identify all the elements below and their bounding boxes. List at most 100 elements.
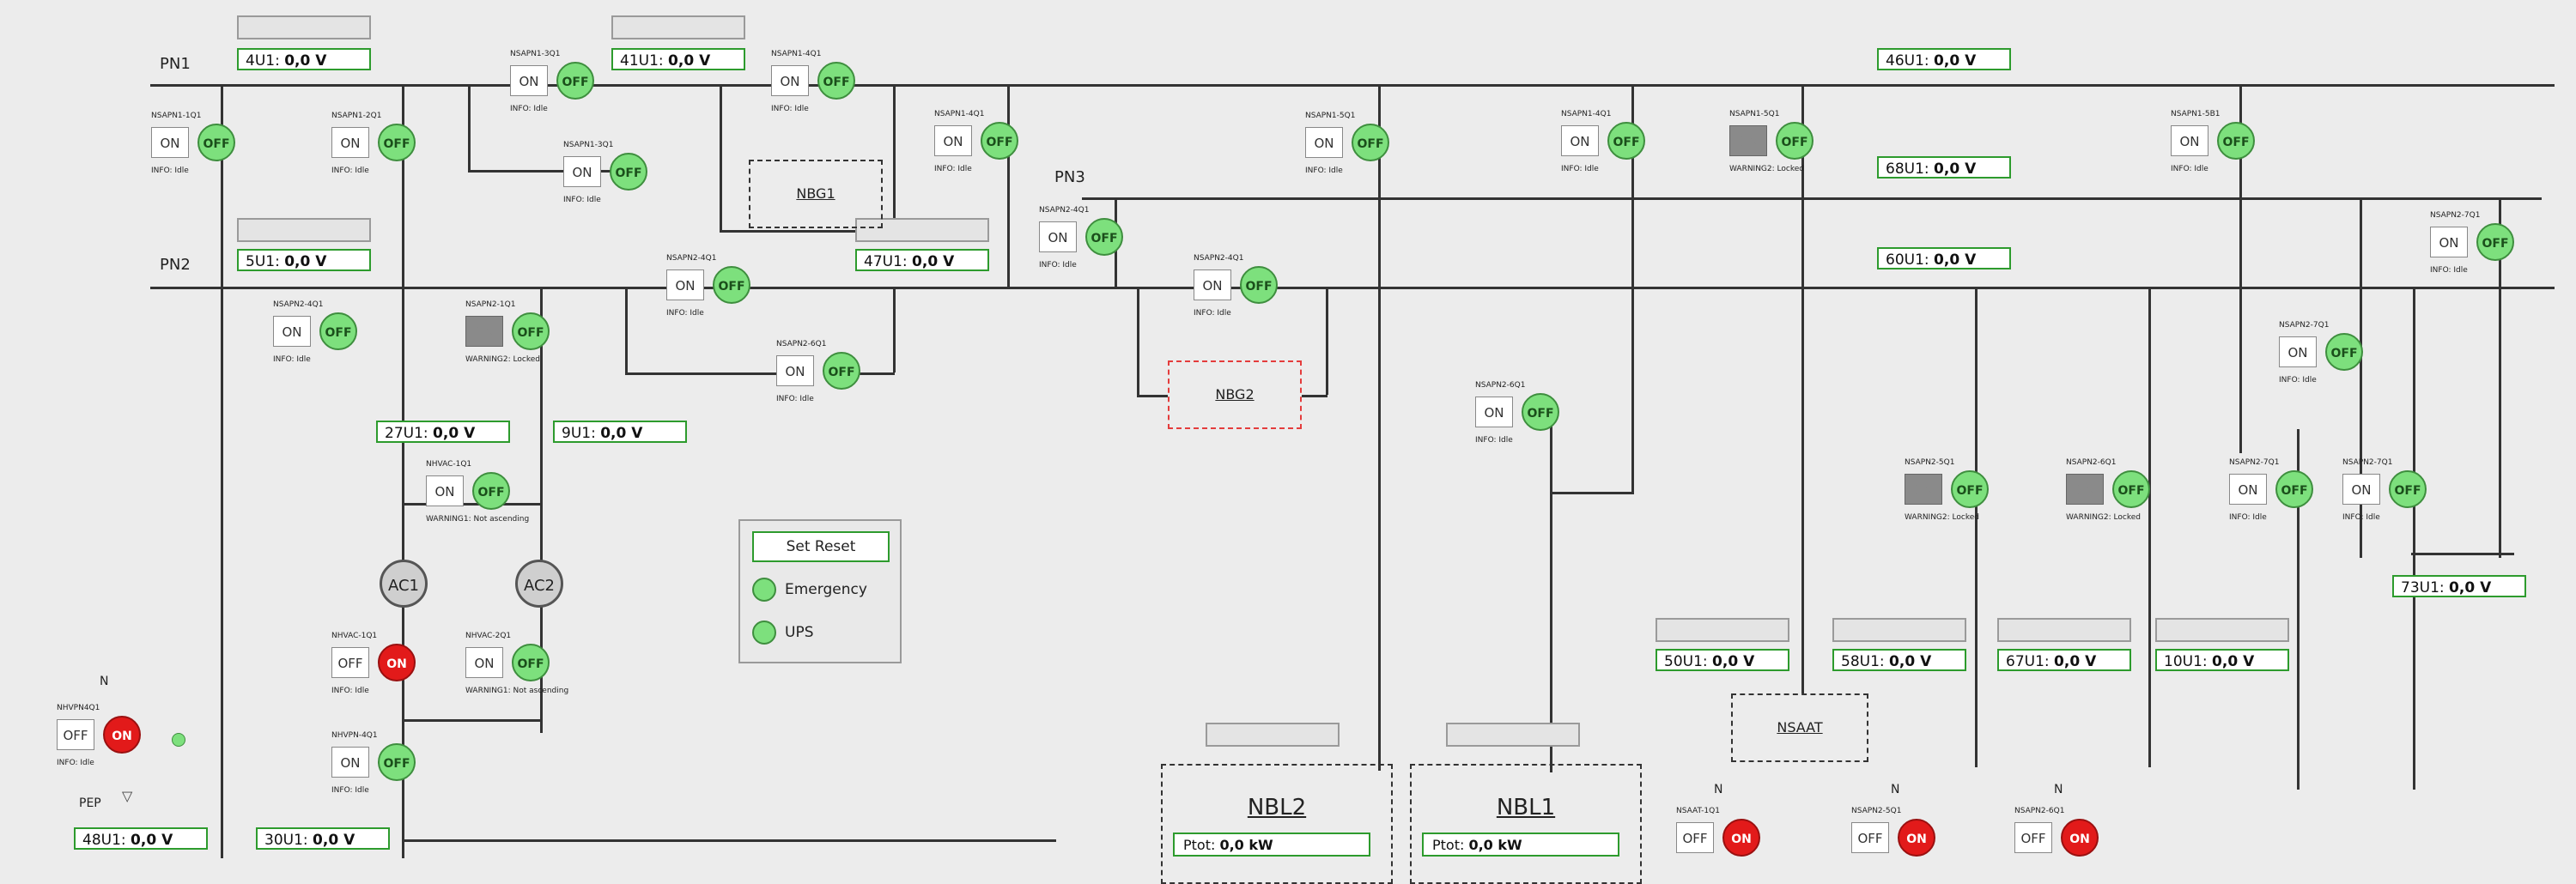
bus-pn3: [1082, 197, 2542, 200]
breaker-on-button[interactable]: ON: [2171, 125, 2208, 156]
breaker-tag: NSAPN2-6Q1: [2014, 807, 2065, 815]
breaker-tag: NSAPN1-3Q1: [563, 141, 614, 149]
breaker-on-button[interactable]: ON: [2430, 227, 2468, 257]
feeder-line: [2413, 481, 2415, 790]
breaker-on-indicator[interactable]: ON: [1722, 819, 1760, 857]
breaker-on-button-locked[interactable]: ON: [1905, 474, 1942, 505]
breaker-on-button[interactable]: ON: [331, 127, 369, 158]
breaker-status: WARNING2: Locked: [1905, 513, 1979, 522]
breaker-off-indicator[interactable]: OFF: [1951, 470, 1989, 508]
breaker-off-indicator[interactable]: OFF: [2476, 223, 2514, 261]
breaker-on-button[interactable]: ON: [2229, 474, 2267, 505]
breaker-on-button[interactable]: OFF: [331, 647, 369, 678]
breaker-on-indicator[interactable]: ON: [378, 644, 416, 681]
breaker-nsapn1-5q1-locked: NSAPN1-5Q1 ON OFF WARNING2: Locked: [1729, 110, 1901, 187]
breaker-status: INFO: Idle: [771, 105, 809, 113]
breaker-off-indicator[interactable]: OFF: [1240, 266, 1278, 304]
feeder-line: [2148, 287, 2151, 767]
breaker-on-button[interactable]: ON: [331, 747, 369, 778]
nbg1-box[interactable]: NBG1: [749, 160, 883, 228]
breaker-off-indicator[interactable]: OFF: [2217, 122, 2255, 160]
feeder-line: [221, 84, 223, 858]
breaker-off-indicator[interactable]: OFF: [610, 153, 647, 191]
breaker-on-button[interactable]: ON: [666, 269, 704, 300]
breaker-off-indicator[interactable]: OFF: [472, 472, 510, 510]
breaker-on-button-locked[interactable]: ON: [1729, 125, 1767, 156]
breaker-on-button[interactable]: OFF: [1851, 822, 1889, 853]
breaker-on-button-locked[interactable]: ON: [465, 316, 503, 347]
label-placeholder: [611, 15, 745, 39]
breaker-on-button[interactable]: ON: [151, 127, 189, 158]
breaker-on-button[interactable]: ON: [510, 65, 548, 96]
breaker-on-indicator[interactable]: ON: [103, 716, 141, 754]
breaker-status: INFO: Idle: [1475, 436, 1513, 445]
breaker-off-indicator[interactable]: OFF: [981, 122, 1018, 160]
breaker-off-indicator[interactable]: OFF: [512, 312, 550, 350]
motor-ac2[interactable]: AC2: [515, 560, 563, 608]
breaker-off-indicator[interactable]: OFF: [1776, 122, 1814, 160]
breaker-on-button[interactable]: ON: [563, 156, 601, 187]
breaker-on-button[interactable]: OFF: [1676, 822, 1714, 853]
neutral-label: N: [2054, 783, 2063, 796]
breaker-off-indicator[interactable]: OFF: [378, 124, 416, 161]
breaker-status: INFO: Idle: [2171, 165, 2208, 173]
breaker-off-indicator[interactable]: OFF: [2112, 470, 2150, 508]
motor-ac1[interactable]: AC1: [380, 560, 428, 608]
breaker-on-button[interactable]: ON: [273, 316, 311, 347]
breaker-on-button[interactable]: ON: [2342, 474, 2380, 505]
breaker-off-indicator[interactable]: OFF: [1352, 124, 1389, 161]
breaker-off-indicator[interactable]: OFF: [1607, 122, 1645, 160]
breaker-tag: NSAPN2-6Q1: [776, 340, 827, 348]
label-placeholder: [1997, 618, 2131, 642]
breaker-on-button[interactable]: ON: [426, 475, 464, 506]
breaker-off-indicator[interactable]: OFF: [556, 62, 594, 100]
breaker-nsapn2-4q1-b: NSAPN2-4Q1 ON OFF INFO: Idle: [273, 300, 445, 378]
voltage-58u1: 58U1: 0,0 V: [1832, 649, 1966, 671]
breaker-on-button[interactable]: ON: [934, 125, 972, 156]
breaker-on-button[interactable]: OFF: [2014, 822, 2052, 853]
breaker-on-button-locked[interactable]: ON: [2066, 474, 2104, 505]
label-placeholder: [855, 218, 989, 242]
breaker-off-indicator[interactable]: OFF: [2389, 470, 2427, 508]
breaker-status: INFO: Idle: [57, 759, 94, 767]
breaker-on-indicator[interactable]: ON: [2061, 819, 2099, 857]
breaker-on-button[interactable]: ON: [776, 355, 814, 386]
breaker-off-indicator[interactable]: OFF: [2275, 470, 2313, 508]
breaker-on-button[interactable]: ON: [1475, 397, 1513, 427]
nbg2-box[interactable]: NBG2: [1168, 360, 1302, 429]
bus-pn2: [150, 287, 2555, 289]
breaker-nsapn1-3q1-b: NSAPN1-3Q1 ON OFF INFO: Idle: [563, 141, 735, 218]
breaker-off-indicator[interactable]: OFF: [817, 62, 855, 100]
breaker-tag: NSAPN1-5B1: [2171, 110, 2221, 118]
nbl2-panel[interactable]: NBL2 Ptot: 0,0 kW: [1161, 764, 1393, 884]
breaker-on-button[interactable]: ON: [1039, 221, 1077, 252]
set-reset-button[interactable]: Set Reset: [752, 531, 890, 562]
breaker-off-indicator[interactable]: OFF: [713, 266, 750, 304]
breaker-off-indicator[interactable]: OFF: [1085, 218, 1123, 256]
nbl1-title: NBL1: [1496, 795, 1556, 820]
breaker-off-indicator[interactable]: OFF: [2325, 333, 2363, 371]
breaker-on-indicator[interactable]: ON: [1898, 819, 1935, 857]
breaker-on-button[interactable]: OFF: [57, 719, 94, 750]
feeder-line: [625, 287, 628, 372]
breaker-off-indicator[interactable]: OFF: [378, 743, 416, 781]
breaker-tag: NSAPN1-5Q1: [1305, 112, 1356, 120]
nsaat-box[interactable]: NSAAT: [1731, 693, 1868, 762]
nbl1-panel[interactable]: NBL1 Ptot: 0,0 kW: [1410, 764, 1642, 884]
breaker-tag: NSAPN1-4Q1: [1561, 110, 1612, 118]
breaker-nsapn1-4q1-c: NSAPN1-4Q1 ON OFF INFO: Idle: [1561, 110, 1733, 187]
breaker-off-indicator[interactable]: OFF: [1522, 393, 1559, 431]
breaker-on-button[interactable]: ON: [465, 647, 503, 678]
breaker-off-indicator[interactable]: OFF: [197, 124, 235, 161]
breaker-off-indicator[interactable]: OFF: [823, 352, 860, 390]
breaker-off-indicator[interactable]: OFF: [319, 312, 357, 350]
breaker-on-button[interactable]: ON: [2279, 336, 2317, 367]
feeder-line: [720, 230, 891, 233]
breaker-on-button[interactable]: ON: [1561, 125, 1599, 156]
label-placeholder: [237, 218, 371, 242]
bus-label-pn3: PN3: [1054, 168, 1085, 186]
breaker-on-button[interactable]: ON: [1194, 269, 1231, 300]
breaker-on-button[interactable]: ON: [1305, 127, 1343, 158]
breaker-off-indicator[interactable]: OFF: [512, 644, 550, 681]
breaker-on-button[interactable]: ON: [771, 65, 809, 96]
